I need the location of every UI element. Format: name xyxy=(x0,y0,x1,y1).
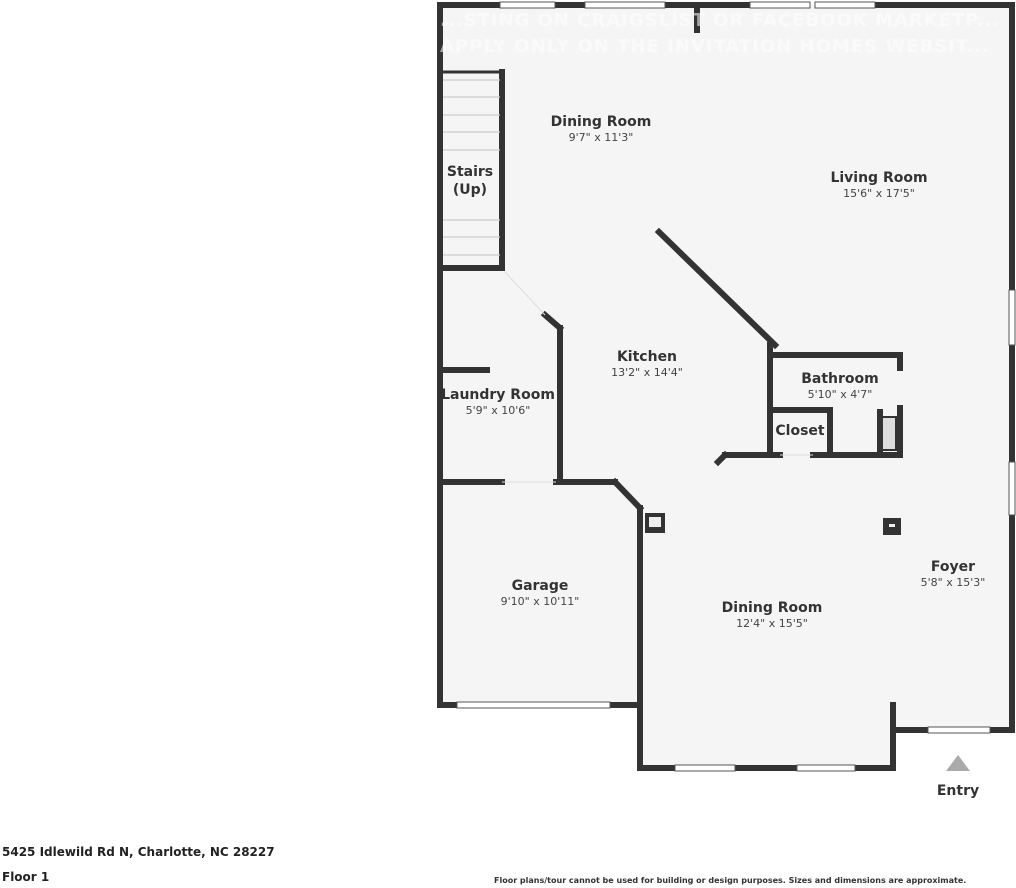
floor-label: Floor 1 xyxy=(2,870,50,884)
room-foyer: Foyer 5'8" x 15'3" xyxy=(920,559,986,589)
room-dining-room-upper: Dining Room 9'7" x 11'3" xyxy=(550,114,652,144)
watermark: ...STING ON CRAIGSLIST OR FACEBOOK MARKE… xyxy=(440,10,1000,57)
disclaimer: Floor plans/tour cannot be used for buil… xyxy=(494,876,967,885)
room-laundry-room: Laundry Room 5'9" x 10'6" xyxy=(441,387,555,417)
room-closet: Closet xyxy=(775,423,825,439)
entry-label: Entry xyxy=(936,783,980,799)
room-kitchen: Kitchen 13'2" x 14'4" xyxy=(611,349,683,379)
room-dining-room-lower: Dining Room 12'4" x 15'5" xyxy=(721,600,823,630)
room-stairs: Stairs (Up) xyxy=(446,164,494,198)
room-bathroom: Bathroom 5'10" x 4'7" xyxy=(801,371,879,401)
floor-area xyxy=(440,5,1012,768)
entry-arrow-icon xyxy=(946,755,970,771)
room-garage: Garage 9'10" x 10'11" xyxy=(500,578,580,608)
address: 5425 Idlewild Rd N, Charlotte, NC 28227 xyxy=(2,845,275,859)
room-living-room: Living Room 15'6" x 17'5" xyxy=(830,170,928,200)
